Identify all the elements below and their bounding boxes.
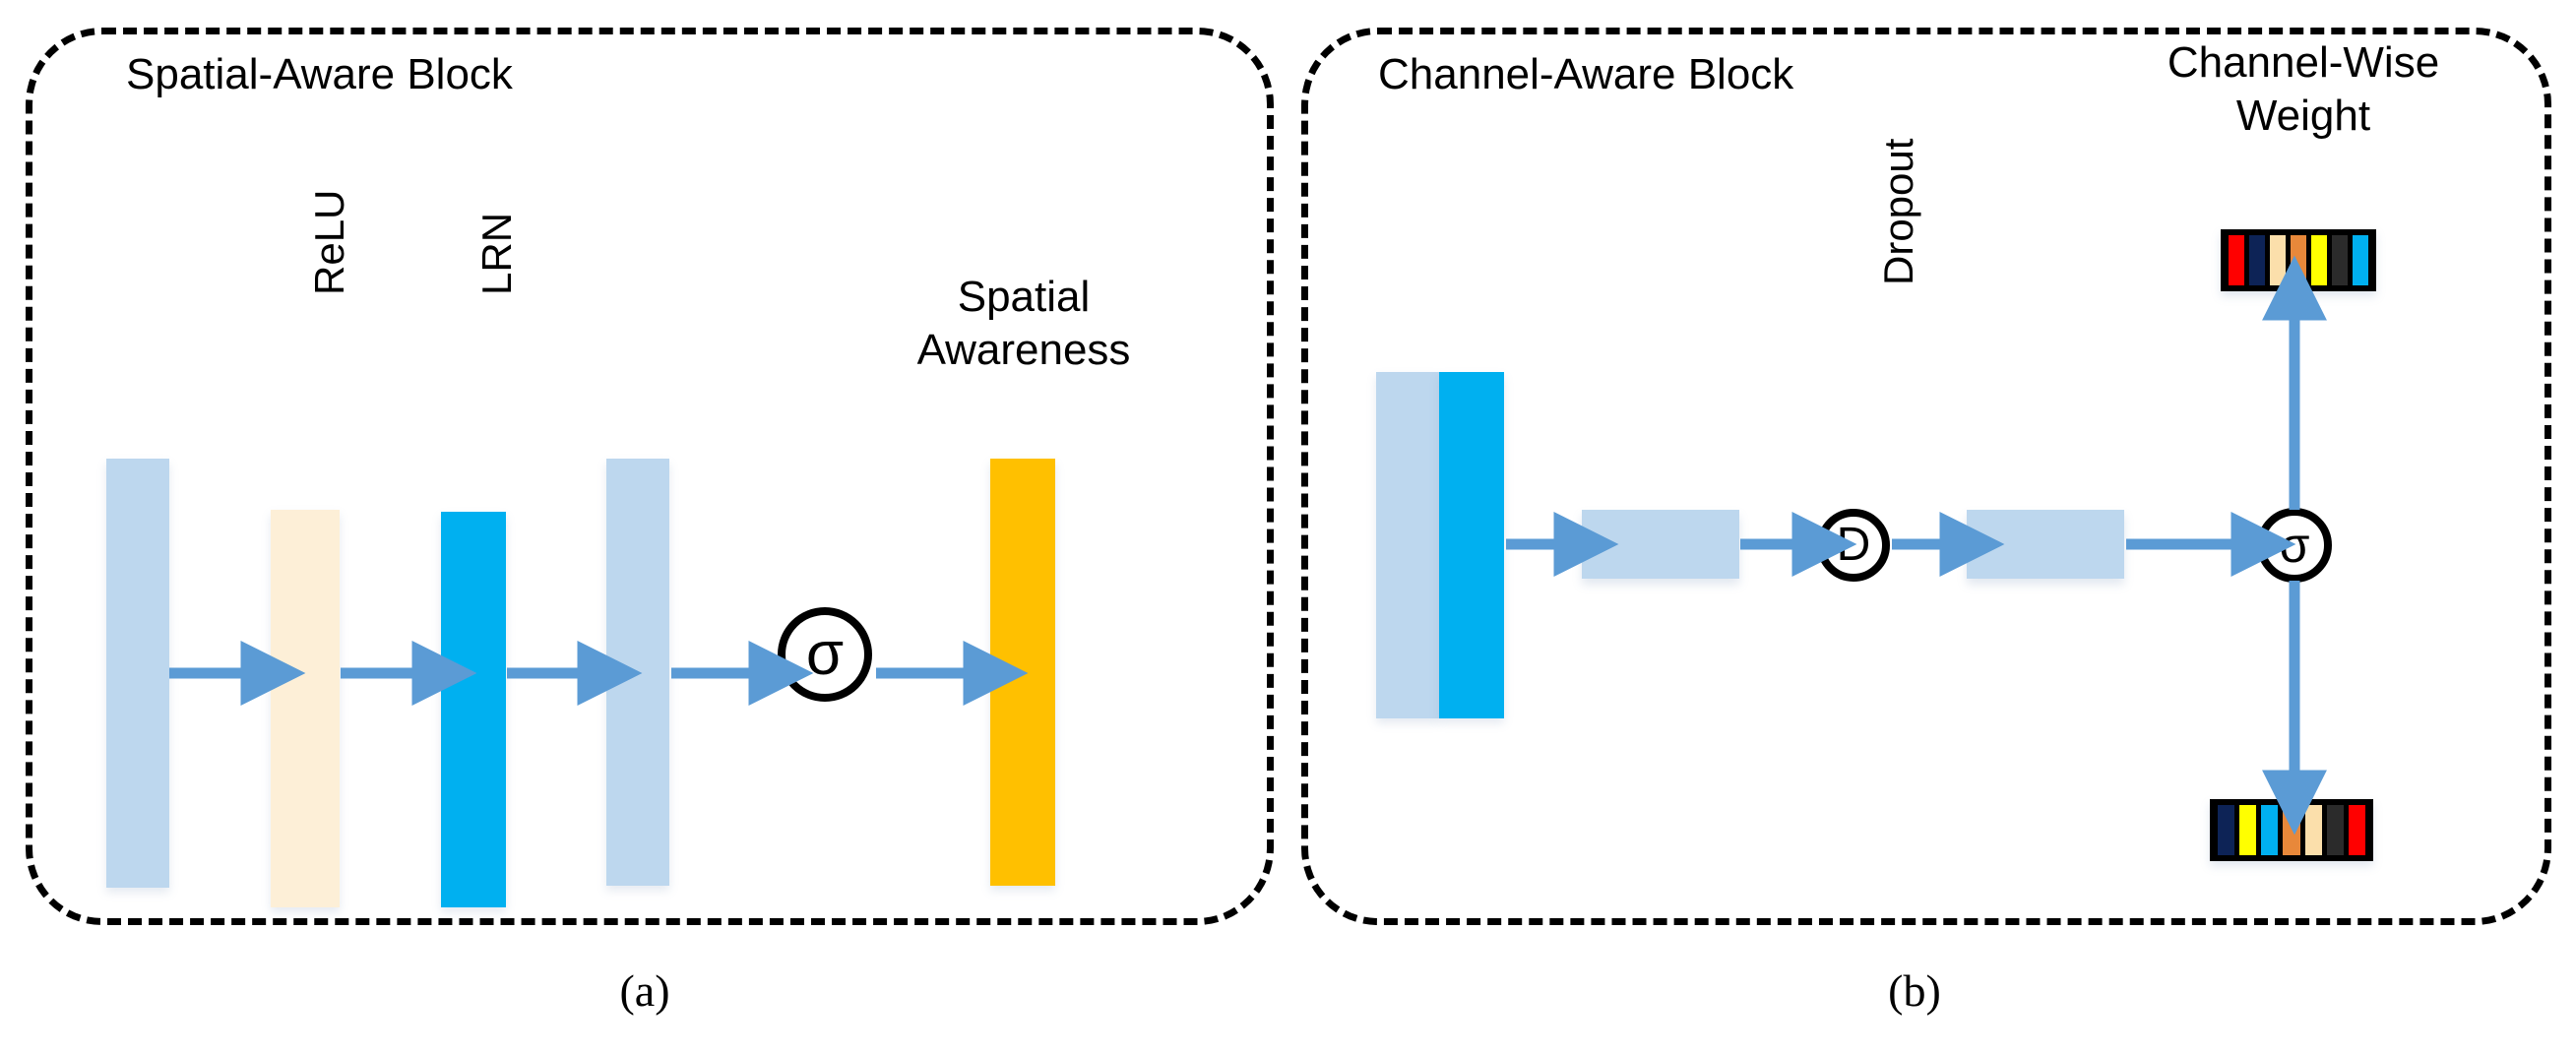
- channel-weight-cell-5: [2326, 805, 2345, 855]
- spatial-aware-panel: [26, 28, 1274, 925]
- dropout-operator: D: [1817, 509, 1890, 582]
- channel-weight-cell-2: [2269, 235, 2286, 285]
- dropout-label: Dropout: [1875, 138, 1921, 285]
- channel-weight-strip-bottom: [2210, 799, 2373, 861]
- channel-weight-cell-5: [2332, 235, 2349, 285]
- spatial-awareness-label-line1: Spatial: [957, 273, 1091, 321]
- channel-weight-cell-3: [2290, 235, 2307, 285]
- channel-weight-cell-1: [2238, 805, 2257, 855]
- fc-box-2: [1967, 510, 2124, 579]
- sigma-operator-b: σ: [2257, 508, 2332, 583]
- channel-aware-panel: [1301, 28, 2551, 925]
- figure-caption-b: (b): [1888, 965, 1941, 1016]
- spatial-awareness-label-line2: Awareness: [916, 326, 1131, 374]
- input-feature-bar-cyan: [1439, 372, 1504, 718]
- lrn-label: LRN: [473, 212, 520, 295]
- post-lrn-bar: [606, 459, 669, 886]
- channel-weight-cell-2: [2261, 805, 2279, 855]
- fc-box-1: [1582, 510, 1739, 579]
- input-feature-bar: [106, 459, 169, 888]
- channel-weight-cell-0: [2228, 235, 2244, 285]
- channel-weight-strip-top: [2221, 229, 2376, 291]
- figure-caption-a: (a): [619, 965, 670, 1016]
- channel-weight-cell-1: [2248, 235, 2265, 285]
- channel-weight-cell-4: [2311, 235, 2328, 285]
- relu-bar: [271, 510, 340, 907]
- spatial-aware-block-title: Spatial-Aware Block: [126, 50, 513, 98]
- channel-weight-cell-0: [2217, 805, 2234, 855]
- channel-wise-weight-label-line1: Channel-Wise: [2167, 38, 2440, 87]
- channel-weight-cell-6: [2349, 805, 2366, 855]
- relu-label: ReLU: [306, 189, 352, 295]
- input-feature-bar-light: [1376, 372, 1439, 718]
- sigma-operator-a: σ: [778, 607, 872, 702]
- channel-weight-cell-6: [2353, 235, 2369, 285]
- spatial-awareness-bar: [990, 459, 1055, 886]
- lrn-bar: [441, 512, 506, 907]
- channel-weight-cell-4: [2304, 805, 2322, 855]
- channel-aware-block-title: Channel-Aware Block: [1378, 50, 1794, 98]
- channel-wise-weight-label-line2: Weight: [2235, 92, 2371, 140]
- channel-weight-cell-3: [2283, 805, 2300, 855]
